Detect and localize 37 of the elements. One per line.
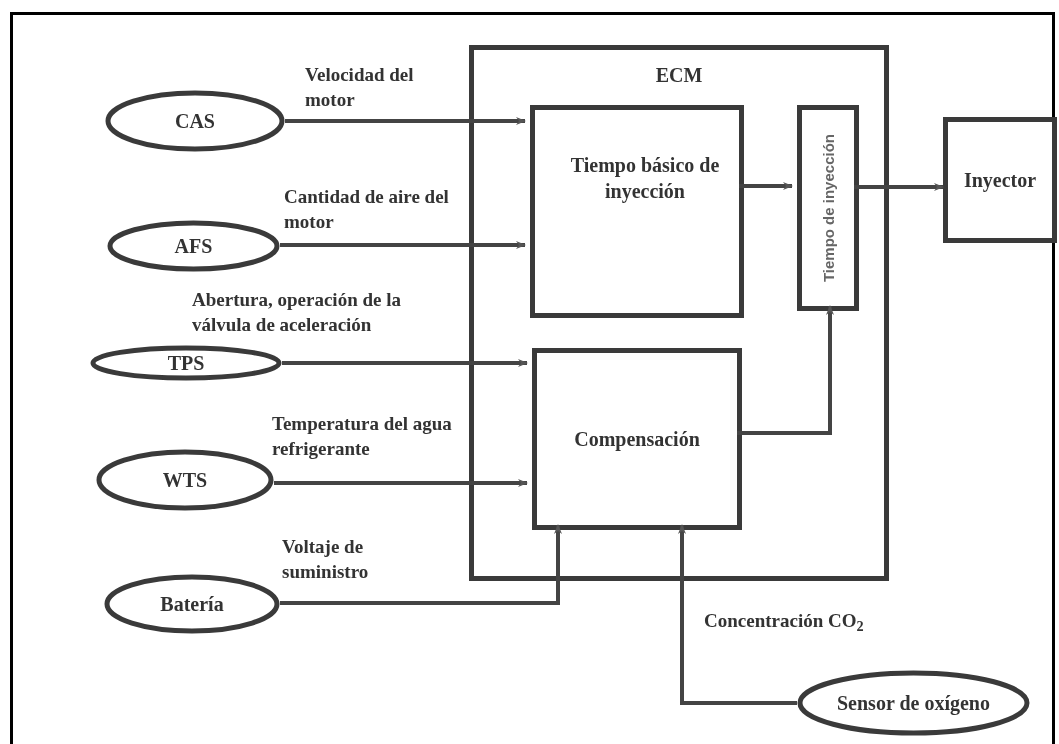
node-text: WTS <box>162 468 208 493</box>
edge-label: Temperatura del agua refrigerante <box>272 412 453 461</box>
sensor-ellipse <box>90 345 282 381</box>
arrow <box>678 524 797 705</box>
process-box <box>797 105 859 311</box>
arrow <box>280 524 562 605</box>
edge-label: Cantidad de aire del motor <box>284 185 450 234</box>
node-text: AFS <box>174 234 213 259</box>
edge-label: Voltaje de suministro <box>282 535 370 584</box>
arrow <box>282 359 528 367</box>
sensor-ellipse <box>96 449 274 511</box>
node-text: Tiempo básico de inyección <box>569 153 721 204</box>
node-text: CAS <box>175 109 215 134</box>
node-text: TPS <box>167 351 205 376</box>
sensor-ellipse <box>104 574 280 634</box>
arrow <box>854 183 944 191</box>
node-text: ECM <box>655 63 703 88</box>
arrow <box>737 305 834 435</box>
arrow <box>285 117 526 125</box>
sensor-ellipse <box>107 220 280 272</box>
sensor-ellipse <box>105 90 285 152</box>
process-box <box>943 117 1057 243</box>
sensor-ellipse <box>797 670 1030 736</box>
edge-label: Velocidad del motor <box>305 63 415 112</box>
arrow <box>274 479 528 487</box>
module-box <box>469 45 889 581</box>
node-text: Compensación <box>574 427 700 452</box>
arrow <box>280 241 526 249</box>
process-box <box>532 348 742 530</box>
node-text: Sensor de oxígeno <box>837 691 990 716</box>
edge-label: Abertura, operación de la válvula de aceleración <box>192 288 402 337</box>
process-box <box>530 105 744 318</box>
node-text: Inyector <box>963 168 1037 193</box>
node-text: Tiempo de inyección <box>819 133 837 283</box>
arrow <box>739 182 793 190</box>
node-text: Batería <box>160 592 224 617</box>
edge-label: Concentración CO$_{2}$ <box>704 609 865 633</box>
